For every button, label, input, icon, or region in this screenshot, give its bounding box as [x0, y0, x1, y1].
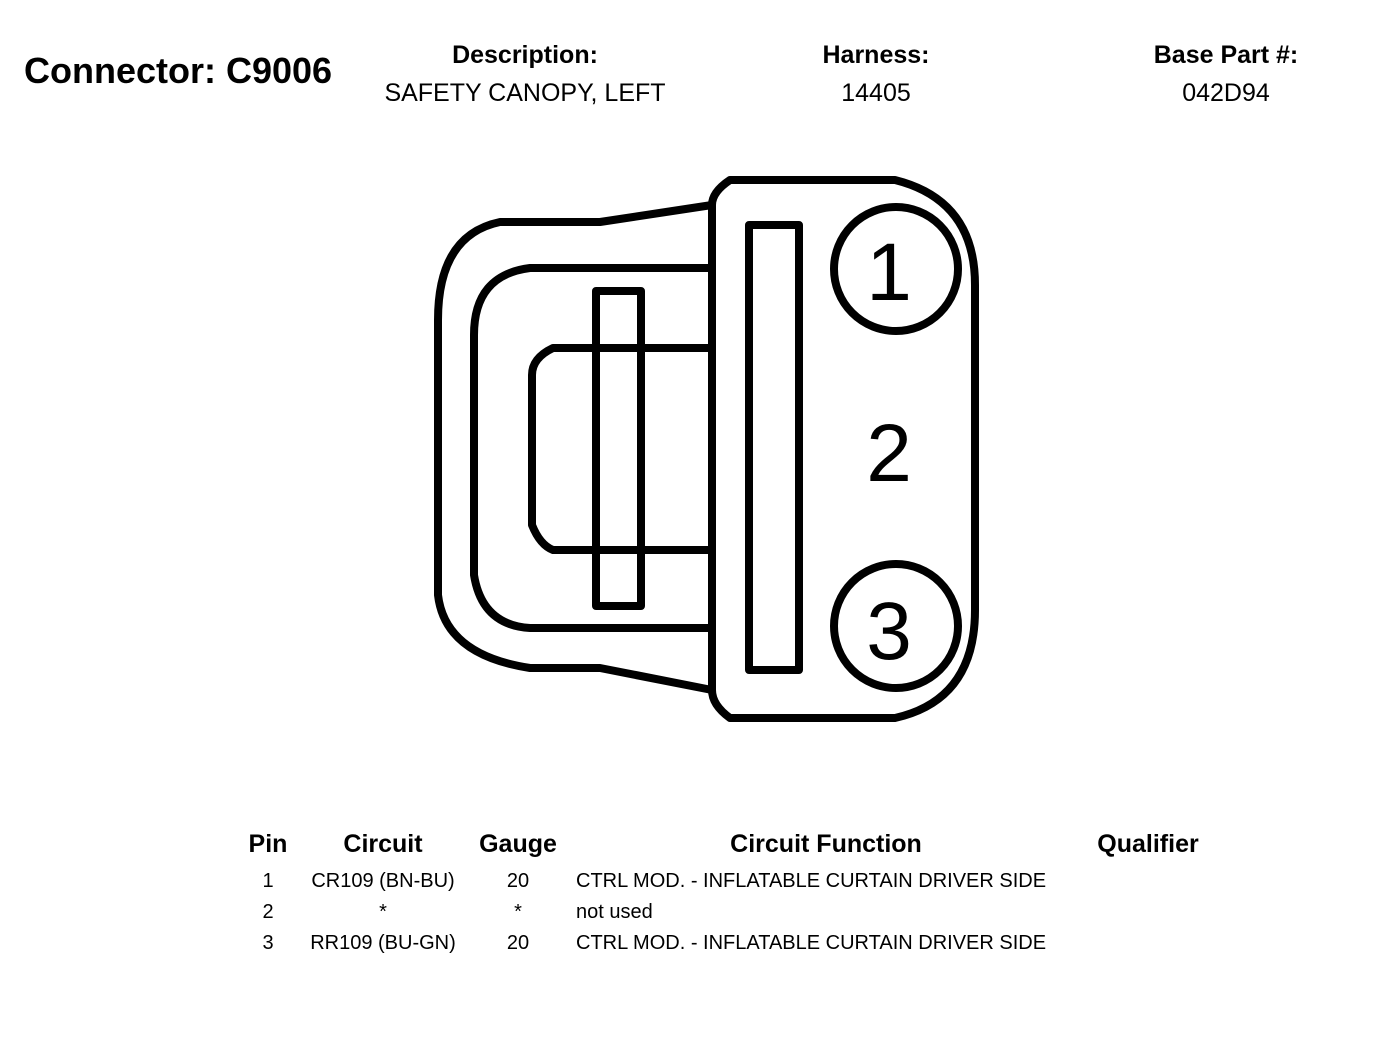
row-qualifier — [1082, 897, 1214, 928]
harness-label: Harness: — [822, 41, 930, 69]
pin-3-circle — [830, 560, 962, 692]
row-function: CTRL MOD. - INFLATABLE CURTAIN DRIVER SI… — [576, 870, 1047, 892]
pinout-table: Pin Circuit Gauge Circuit Function Quali… — [236, 826, 1214, 959]
base-part-value: 042D94 — [1182, 79, 1270, 107]
pin-1-circle — [830, 203, 962, 335]
row-gauge: * — [514, 901, 522, 923]
row-circuit: * — [379, 901, 387, 923]
row-function: not used — [576, 901, 653, 923]
latch-bracket — [528, 344, 716, 554]
header-qualifier: Qualifier — [1097, 829, 1199, 858]
connector-title: Connector: C9006 — [24, 50, 333, 91]
housing-left-shell — [434, 201, 716, 694]
row-pin: 3 — [262, 932, 274, 954]
pin-3-label: 3 — [866, 586, 912, 677]
header-circuit-function: Circuit Function — [730, 829, 922, 858]
table-row: 3 RR109 (BU-GN) 20 CTRL MOD. - INFLATABL… — [236, 928, 1214, 959]
row-gauge: 20 — [506, 870, 530, 892]
base-part-label: Base Part #: — [1153, 41, 1299, 69]
base-part-block: Base Part #: 042D94 — [1106, 40, 1346, 108]
row-gauge: 20 — [506, 932, 530, 954]
pin-2-label: 2 — [866, 408, 912, 499]
row-pin: 2 — [262, 901, 274, 923]
harness-block: Harness: 14405 — [776, 40, 976, 108]
header-circuit: Circuit — [343, 829, 423, 858]
row-circuit: CR109 (BN-BU) — [311, 870, 455, 892]
pin-1-label: 1 — [866, 227, 912, 318]
connector-face-diagram: 1 2 3 — [434, 176, 979, 722]
row-circuit: RR109 (BU-GN) — [310, 932, 456, 954]
latch-bar — [592, 287, 645, 610]
seal-strip — [745, 221, 803, 674]
row-qualifier — [1082, 866, 1214, 897]
table-row: 1 CR109 (BN-BU) 20 CTRL MOD. - INFLATABL… — [236, 866, 1214, 897]
header-pin: Pin — [248, 829, 288, 858]
row-function: CTRL MOD. - INFLATABLE CURTAIN DRIVER SI… — [576, 932, 1047, 954]
harness-value: 14405 — [841, 79, 911, 107]
table-row: 2 * * not used — [236, 897, 1214, 928]
description-label: Description: — [452, 41, 598, 69]
header-gauge: Gauge — [479, 829, 557, 858]
description-block: Description: SAFETY CANOPY, LEFT — [345, 40, 705, 108]
pinout-table-header: Pin Circuit Gauge Circuit Function Quali… — [236, 826, 1214, 866]
row-pin: 1 — [262, 870, 274, 892]
row-qualifier — [1082, 928, 1214, 959]
housing-inner-loop — [470, 264, 716, 632]
description-value: SAFETY CANOPY, LEFT — [384, 79, 666, 107]
